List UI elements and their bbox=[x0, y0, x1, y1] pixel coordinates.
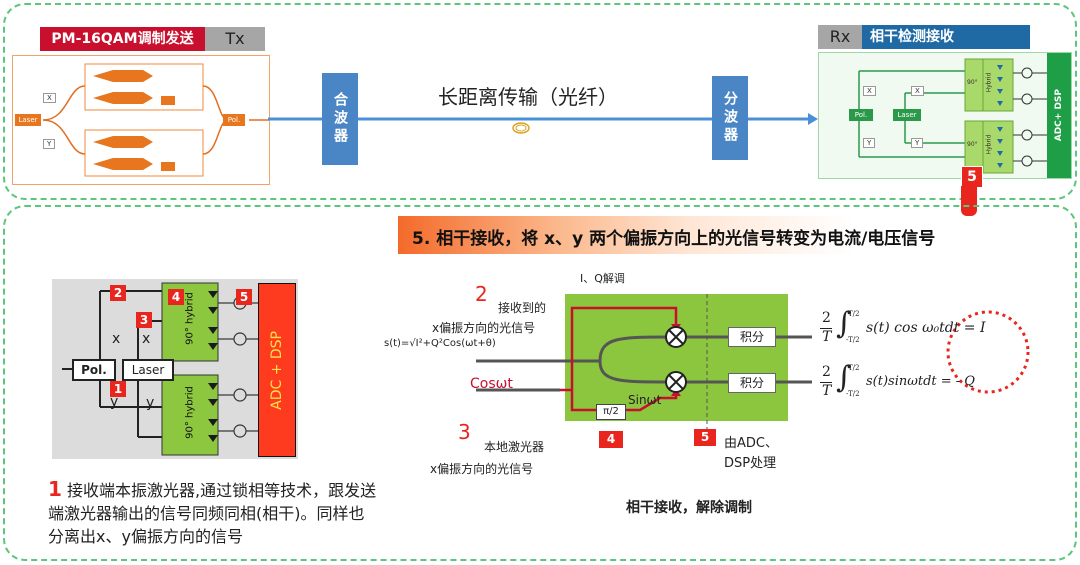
tx-x-label: X bbox=[43, 93, 56, 103]
iq-pi2-box: π/2 bbox=[596, 404, 626, 420]
rx-coherent-svg bbox=[858, 58, 1047, 174]
detail-badge-5: 5 bbox=[236, 289, 252, 305]
mixer-icon bbox=[665, 326, 687, 348]
rx-pol-box: Pol. bbox=[849, 109, 873, 121]
iq-adc-line1: 由ADC、 bbox=[724, 436, 778, 451]
step5-connector bbox=[961, 186, 977, 216]
eq1-integral-sign: ∫ bbox=[836, 306, 852, 341]
tx-title: PM-16QAM调制发送 bbox=[40, 27, 205, 51]
eq2-integral-sign: ∫ bbox=[836, 360, 852, 395]
integrator-box-2: 积分 bbox=[728, 373, 776, 393]
rx-90-top: 90° bbox=[967, 79, 978, 86]
iq-badge-4: 4 bbox=[599, 431, 623, 448]
eq1-frac-bar bbox=[820, 328, 832, 329]
iq-received-line1: 接收到的 bbox=[498, 301, 547, 315]
eq2-frac-num: 2 bbox=[822, 364, 831, 380]
eq1-frac-den: T bbox=[822, 329, 832, 345]
detail-badge-1: 1 bbox=[110, 381, 126, 397]
detail-x-label-2: x bbox=[142, 331, 151, 347]
iq-badge-5: 5 bbox=[694, 429, 716, 446]
equation-i: 2 T ∫ T/2 -T/2 s(t) cos ω₀tdt = I bbox=[818, 306, 998, 350]
detail-y-label-2: y bbox=[146, 395, 155, 411]
eq2-lim-low: -T/2 bbox=[846, 390, 860, 398]
detail-y-label: y bbox=[110, 394, 119, 410]
detail-badge-4: 4 bbox=[168, 289, 184, 305]
detail-badge-3: 3 bbox=[136, 312, 152, 328]
receiver-detail-diagram: ADC + DSP 90° hybrid 90° hybrid Pol. Las… bbox=[52, 279, 298, 459]
splitter-label: 分波器 bbox=[722, 91, 738, 145]
fiber-coil-icon bbox=[512, 122, 530, 134]
mixer-icon bbox=[665, 371, 687, 393]
integrator-box-1: 积分 bbox=[728, 327, 776, 347]
eq2-frac-bar bbox=[820, 382, 832, 383]
tx-tag: Tx bbox=[205, 27, 265, 51]
iq-signal-formula: s(t)=√I²+Q²Cos(ωt+θ) bbox=[384, 338, 496, 349]
detail-pol-box: Pol. bbox=[72, 359, 116, 381]
splitter-block: 分波器 bbox=[712, 76, 748, 160]
eq1-frac-num: 2 bbox=[822, 310, 831, 326]
tx-pi2-bottom: π/2 bbox=[152, 163, 162, 170]
detail-laser-box: Laser bbox=[122, 359, 174, 381]
iq-num-3: 3 bbox=[458, 420, 471, 444]
tx-laser-box: Laser bbox=[15, 114, 41, 126]
rx-y-label-2: Y bbox=[911, 138, 924, 148]
rx-y-label: Y bbox=[863, 138, 876, 148]
rx-adc-dsp-block: ADC+ DSP bbox=[1047, 53, 1071, 178]
iq-received-line2: x偏振方向的光信号 bbox=[432, 321, 536, 335]
iq-sin-label: Sinωt bbox=[628, 393, 662, 407]
tx-modulator-svg bbox=[42, 63, 269, 177]
iq-local-line1: 本地激光器 bbox=[484, 440, 545, 454]
detail-adc-dsp-block: ADC + DSP bbox=[258, 283, 296, 457]
iq-footer: 相干接收，解除调制 bbox=[626, 500, 752, 516]
rx-tag: Rx bbox=[818, 25, 862, 49]
rx-title: 相干检测接收 bbox=[862, 25, 1030, 49]
highlight-circle bbox=[946, 310, 1030, 394]
eq1-body: s(t) cos ω₀tdt = I bbox=[866, 320, 986, 336]
iq-title: I、Q解调 bbox=[580, 272, 625, 285]
detail-badge-2: 2 bbox=[110, 285, 126, 301]
caption: 1 接收端本振激光器,通过锁相等技术，跟发送端激光器输出的信号同频同相(相干)。… bbox=[48, 478, 378, 548]
eq2-frac-den: T bbox=[822, 383, 832, 399]
iq-num-2: 2 bbox=[475, 282, 488, 306]
tx-pol-box: Pol. bbox=[223, 114, 245, 126]
transmission-label: 长距离传输（光纤） bbox=[438, 85, 618, 109]
rx-90-bottom: 90° bbox=[967, 141, 978, 148]
fiber-link-svg bbox=[268, 113, 818, 134]
step5-banner-text: 5. 相干接收，将 x、y 两个偏振方向上的光信号转变为电流/电压信号 bbox=[412, 229, 936, 249]
rx-coherent-diagram: Pol. Laser X X Y Y 90° 90° Hybrid Hybrid… bbox=[818, 52, 1072, 179]
tx-pi2-top: π/2 bbox=[152, 97, 162, 104]
iq-adc-line2: DSP处理 bbox=[724, 456, 777, 471]
tx-modulator-diagram: Laser Pol. X Y π/2 π/2 bbox=[12, 55, 270, 185]
bottom-panel bbox=[3, 205, 1077, 561]
combiner-label: 合波器 bbox=[332, 92, 348, 146]
eq2-lim-up: T/2 bbox=[848, 364, 860, 372]
iq-local-line2: x偏振方向的光信号 bbox=[430, 462, 534, 476]
detail-x-label: x bbox=[112, 331, 121, 347]
step5-banner: 5. 相干接收，将 x、y 两个偏振方向上的光信号转变为电流/电压信号 bbox=[398, 216, 1048, 254]
eq2-body: s(t)sinωtdt = - Q bbox=[866, 374, 975, 389]
tx-y-label: Y bbox=[43, 139, 56, 149]
caption-text: 接收端本振激光器,通过锁相等技术，跟发送端激光器输出的信号同频同相(相干)。同样… bbox=[48, 481, 377, 546]
equation-q: 2 T ∫ T/2 -T/2 s(t)sinωtdt = - Q bbox=[818, 360, 998, 404]
eq1-lim-up: T/2 bbox=[848, 310, 860, 318]
caption-number: 1 bbox=[48, 477, 62, 501]
top-panel bbox=[3, 3, 1077, 200]
combiner-block: 合波器 bbox=[322, 73, 358, 165]
iq-cos-label: Cosωt bbox=[470, 376, 513, 392]
eq1-lim-low: -T/2 bbox=[846, 336, 860, 344]
rx-x-label-2: X bbox=[911, 86, 924, 96]
rx-laser-box: Laser bbox=[893, 109, 921, 121]
rx-x-label: X bbox=[863, 86, 876, 96]
